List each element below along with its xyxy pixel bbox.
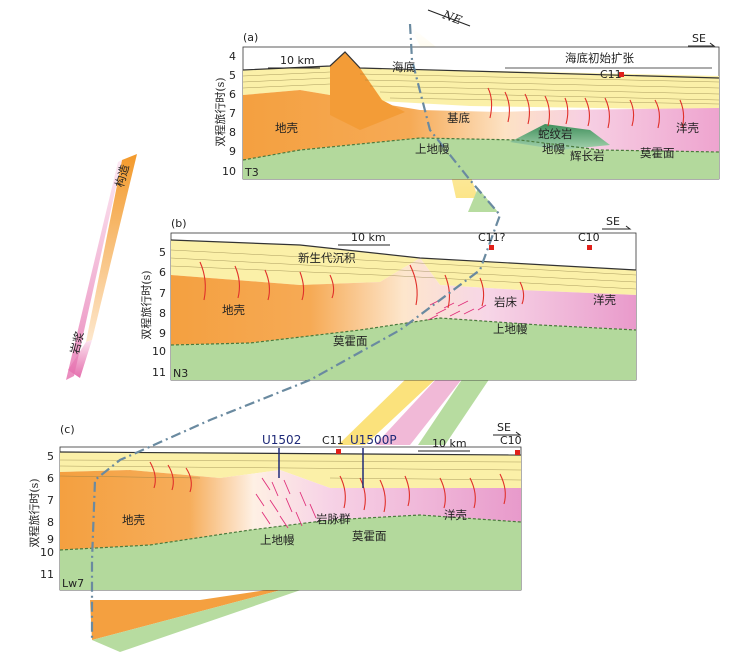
site-c11-label: C11 xyxy=(600,68,622,81)
panel-b-ticks: 5 6 7 8 9 10 11 xyxy=(152,246,166,379)
panel-c xyxy=(59,446,522,591)
label-upper-mantle: 上地幔 xyxy=(493,322,528,336)
panel-c-horizon: Lw7 xyxy=(62,577,84,590)
tick: 11 xyxy=(40,568,54,581)
panel-b-se-label: SE xyxy=(606,215,620,228)
label-rifting: 海底初始扩张 xyxy=(565,51,634,65)
tick: 7 xyxy=(47,494,54,507)
tick: 5 xyxy=(159,246,166,259)
tick: 10 xyxy=(222,165,236,178)
label-pyroxenite: 辉长岩 xyxy=(570,149,605,163)
well-u1500p-label: U1500P xyxy=(350,433,397,447)
ne-arrow-icon xyxy=(427,9,471,27)
label-moho: 莫霍面 xyxy=(640,146,675,160)
well-u1502-label: U1502 xyxy=(262,433,301,447)
tick: 7 xyxy=(229,107,236,120)
legend-magma: 岩浆 xyxy=(67,329,87,355)
panel-c-se-label: SE xyxy=(497,421,511,434)
tick: 6 xyxy=(47,472,54,485)
tick: 4 xyxy=(229,50,236,63)
label-serpentinite: 蛇纹岩 xyxy=(538,127,573,141)
label-seafloor: 海底 xyxy=(392,60,415,74)
panel-a-scale-label: 10 km xyxy=(280,54,315,67)
tick: 6 xyxy=(159,266,166,279)
tick: 8 xyxy=(159,307,166,320)
label-crust: 地壳 xyxy=(222,303,245,317)
panel-b-ylabel: 双程旅行时(s) xyxy=(139,270,153,339)
panel-c-id: (c) xyxy=(60,423,75,436)
tick: 10 xyxy=(40,546,54,559)
tick: 5 xyxy=(229,69,236,82)
panel-a-ylabel: 双程旅行时(s) xyxy=(213,77,227,146)
label-crust: 地壳 xyxy=(275,121,298,135)
site-marker-c10 xyxy=(515,450,520,455)
tick: 9 xyxy=(229,145,236,158)
site-c10-label: C10 xyxy=(500,434,522,447)
panel-a-se-label: SE xyxy=(692,32,706,45)
panel-c-scale-label: 10 km xyxy=(432,437,467,450)
site-c10-label: C10 xyxy=(578,231,600,244)
panel-b-scale-label: 10 km xyxy=(351,231,386,244)
panel-b-horizon: N3 xyxy=(173,367,188,380)
label-oceanic-crust: 洋壳 xyxy=(444,508,467,522)
label-cenozoic: 新生代沉积 xyxy=(298,251,356,265)
ne-direction-label: NE xyxy=(440,7,464,27)
label-crust: 地壳 xyxy=(122,513,145,527)
tectonics-wedge xyxy=(86,154,137,342)
profile-traverse-line xyxy=(90,23,502,640)
label-oceanic-crust: 洋壳 xyxy=(593,293,616,307)
label-upper-mantle: 上地幔 xyxy=(415,142,450,156)
tick: 7 xyxy=(159,287,166,300)
panel-a-ticks: 4 5 6 7 8 9 10 xyxy=(222,50,236,178)
label-sill: 岩床 xyxy=(494,295,517,309)
tick: 11 xyxy=(152,366,166,379)
label-oceanic-crust: 洋壳 xyxy=(676,121,699,135)
tick: 6 xyxy=(229,88,236,101)
tick: 8 xyxy=(229,126,236,139)
label-upper-mantle: 上地幔 xyxy=(260,533,295,547)
tick: 9 xyxy=(159,327,166,340)
label-moho: 莫霍面 xyxy=(352,529,387,543)
legend-tectonics: 构造 xyxy=(112,162,132,188)
panel-c-ticks: 5 6 7 8 9 10 11 xyxy=(40,450,54,581)
panel-b xyxy=(170,232,637,381)
magma-wedge-tail xyxy=(66,160,122,380)
panel-a-horizon: T3 xyxy=(244,166,259,179)
panel-a-id: (a) xyxy=(243,31,258,44)
site-c11-uncertain-label: C11? xyxy=(478,231,506,244)
site-marker-c10 xyxy=(587,245,592,250)
se-arrow-icon xyxy=(688,42,716,47)
site-marker-c11 xyxy=(336,449,341,454)
site-c11-label: C11 xyxy=(322,434,344,447)
site-marker-c11 xyxy=(489,245,494,250)
site-marker-c11 xyxy=(619,72,624,77)
tick: 5 xyxy=(47,450,54,463)
panel-b-id: (b) xyxy=(171,217,187,230)
label-basement: 基底 xyxy=(447,111,470,125)
tick: 10 xyxy=(152,345,166,358)
label-moho: 莫霍面 xyxy=(333,334,368,348)
se-arrow-icon xyxy=(493,431,522,436)
label-dyke-swarm: 岩脉群 xyxy=(316,512,351,526)
tick: 9 xyxy=(47,533,54,546)
panel-c-ylabel: 双程旅行时(s) xyxy=(27,478,41,547)
tick: 8 xyxy=(47,516,54,529)
se-arrow-icon xyxy=(602,225,632,230)
panel-a xyxy=(242,46,720,180)
label-mantle: 地幔 xyxy=(542,142,565,156)
